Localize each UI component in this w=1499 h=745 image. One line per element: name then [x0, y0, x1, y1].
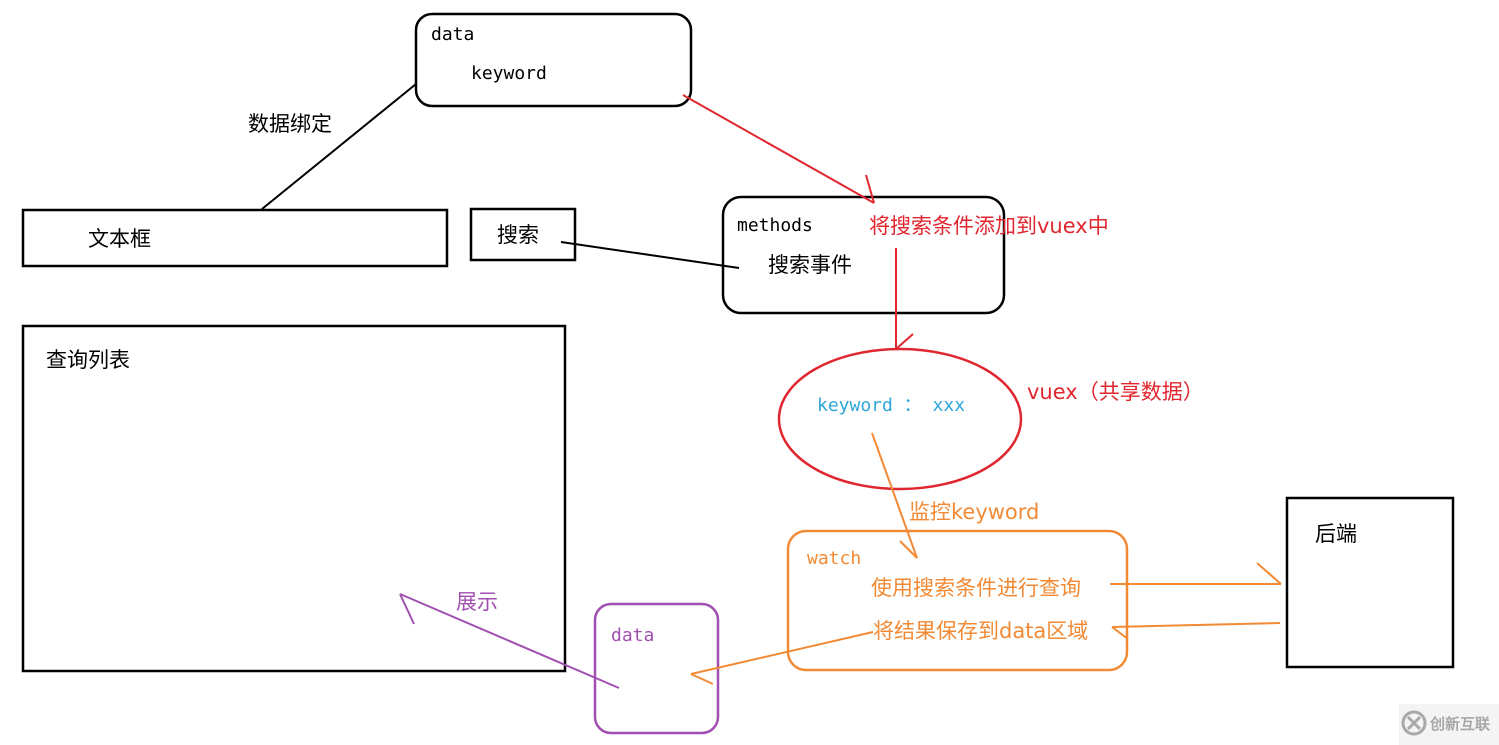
edge-methods-to-vuex-arrowhead [895, 333, 914, 350]
node-methods-title: methods [737, 215, 813, 236]
node-textbox-label: 文本框 [88, 227, 151, 251]
node-data-bottom: data [593, 602, 720, 735]
node-backend-label: 后端 [1315, 522, 1357, 546]
node-watch-line2: 将结果保存到data区域 [873, 619, 1088, 643]
node-methods-event: 搜索事件 [768, 253, 852, 277]
edge-watch-to-data-line [690, 631, 874, 675]
edge-data-to-list-arrowhead [399, 593, 415, 625]
node-search-button: 搜索 [469, 207, 577, 262]
node-data-top-box [414, 12, 693, 108]
edge-watch-keyword-label: 监控keyword [909, 500, 1039, 524]
node-query-list-label: 查询列表 [46, 348, 130, 372]
node-data-top-title: data [431, 24, 474, 45]
edge-backend-to-watch-arrowhead [1111, 626, 1129, 640]
edge-vuex-to-watch-arrowhead [899, 540, 918, 559]
edge-data-to-methods-line [682, 94, 875, 204]
watermark-text: 创新互联 [1429, 715, 1491, 733]
edge-binding-label: 数据绑定 [248, 112, 332, 136]
node-query-list-box [21, 324, 567, 673]
node-query-list: 查询列表 [21, 324, 567, 673]
node-watch-box [786, 529, 1129, 672]
edge-data-to-methods-arrowhead [865, 174, 875, 204]
node-data-bottom-title: data [611, 625, 654, 646]
node-search-button-box [469, 207, 577, 262]
edge-add-to-vuex-label: 将搜索条件添加到vuex中 [869, 214, 1109, 238]
node-data-top: data keyword [414, 12, 693, 108]
node-data-bottom-box [593, 602, 720, 735]
node-backend: 后端 [1285, 496, 1455, 669]
edge-vuex-to-watch-line [871, 432, 918, 559]
node-search-button-label: 搜索 [497, 223, 539, 247]
node-vuex-store-ellipse [777, 347, 1023, 491]
node-watch-title: watch [807, 548, 861, 569]
edge-watch-to-backend-arrowhead [1256, 562, 1282, 585]
edge-data-to-list-line [399, 593, 620, 689]
node-methods: methods 搜索事件 [721, 195, 1006, 315]
node-textbox-box [21, 208, 449, 268]
node-vuex-store-content: keyword ： xxx [817, 395, 965, 416]
edge-vuex-note-label: vuex（共享数据） [1027, 380, 1204, 404]
watermark: 创新互联 [1399, 704, 1499, 745]
edge-binding-line [261, 83, 417, 210]
node-textbox: 文本框 [21, 208, 449, 268]
node-watch: watch 使用搜索条件进行查询 将结果保存到data区域 [786, 529, 1129, 672]
chuangxin-logo-icon [1401, 710, 1427, 736]
edge-search-click-line [560, 241, 740, 269]
edge-watch-to-data-arrowhead [690, 673, 714, 685]
node-vuex-store: keyword ： xxx [777, 347, 1023, 491]
node-watch-line1: 使用搜索条件进行查询 [871, 576, 1081, 600]
edge-display-label: 展示 [456, 590, 498, 614]
node-data-top-field: keyword [471, 63, 547, 84]
edge-backend-to-watch-line [1111, 622, 1281, 628]
node-backend-box [1285, 496, 1455, 669]
